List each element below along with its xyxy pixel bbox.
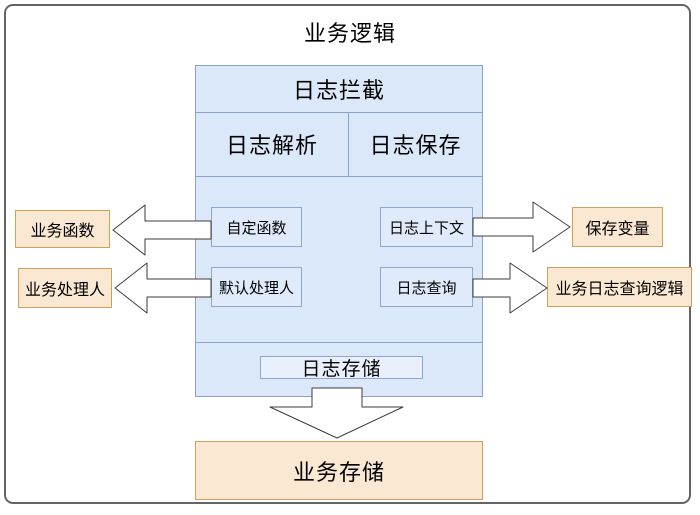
node-save-variable: 保存变量 <box>572 207 663 247</box>
node-business-handler: 业务处理人 <box>18 268 112 308</box>
diagram-frame <box>4 4 691 504</box>
node-business-function: 业务函数 <box>15 210 110 248</box>
log-interceptor-header: 日志拦截 <box>196 66 482 113</box>
node-log-context: 日志上下文 <box>380 207 473 247</box>
node-business-log-query-logic: 业务日志查询逻辑 <box>547 267 692 307</box>
node-custom-function: 自定函数 <box>211 207 302 247</box>
log-storage-row <box>196 342 482 397</box>
log-interceptor-columns: 日志解析 日志保存 <box>196 112 482 177</box>
diagram-title: 业务逻辑 <box>303 21 396 46</box>
node-log-query: 日志查询 <box>380 267 473 307</box>
cell-log-save: 日志保存 <box>369 133 462 158</box>
node-log-storage: 日志存储 <box>260 356 423 380</box>
node-default-handler: 默认处理人 <box>211 267 302 307</box>
node-business-storage: 业务存储 <box>195 441 483 500</box>
cell-log-parse: 日志解析 <box>196 112 349 176</box>
